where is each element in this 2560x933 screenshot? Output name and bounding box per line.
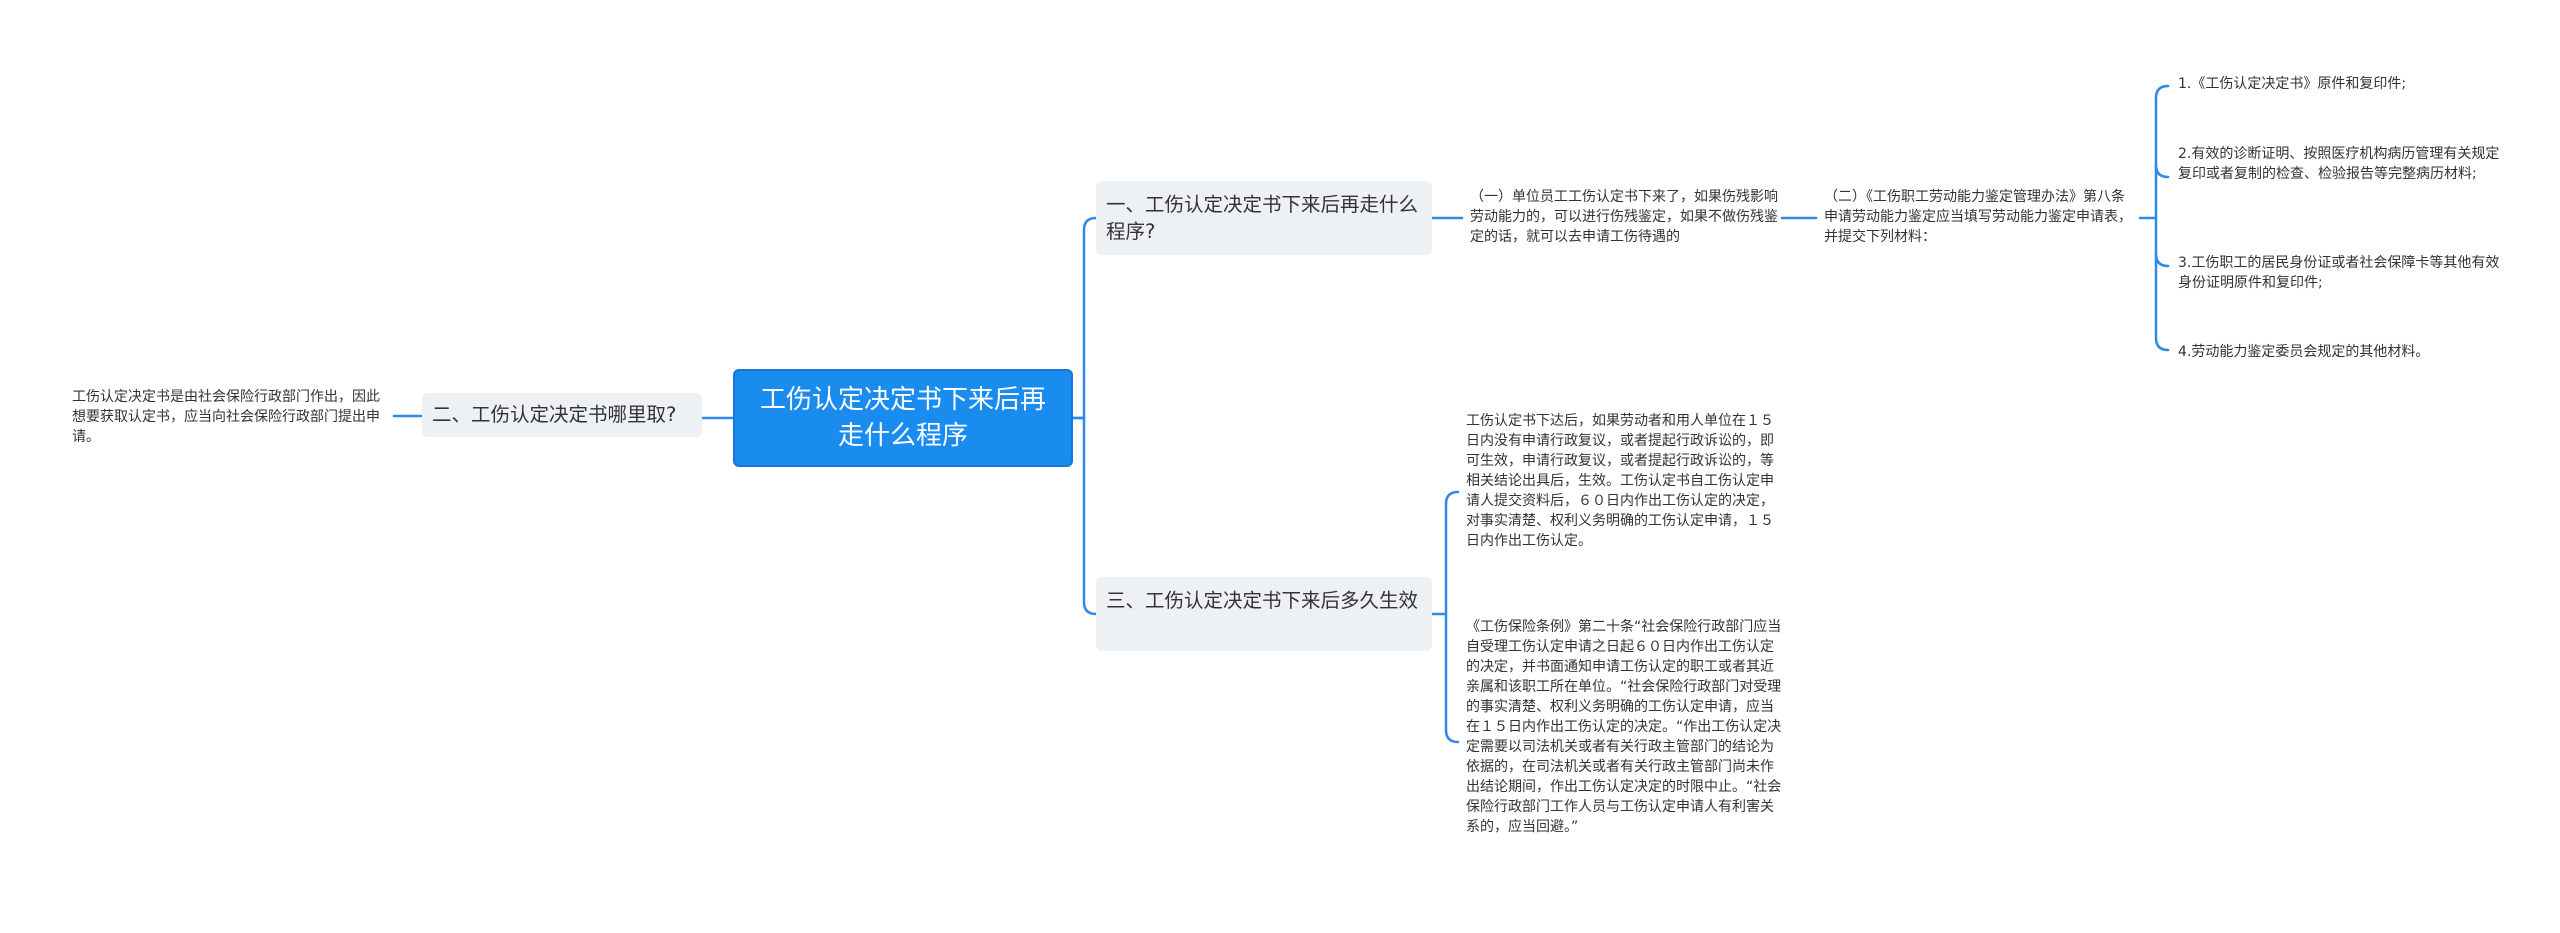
leaf-assessment-rules: （二）《工伤职工劳动能力鉴定管理办法》第八条申请劳动能力鉴定应当填写劳动能力鉴定…	[1824, 189, 2132, 245]
branch-procedure[interactable]: 一、工伤认定决定书下来后再走什么程序?	[1096, 181, 1432, 255]
branch-where-to-get[interactable]: 二、工伤认定决定书哪里取?	[422, 393, 702, 437]
leaf-effective-rules: 工伤认定书下达后，如果劳动者和用人单位在１５日内没有申请行政复议，或者提起行政诉…	[1466, 413, 1774, 549]
leaf-material-1: 1.《工伤认定决定书》原件和复印件;	[2178, 76, 2407, 92]
bracket-items	[2154, 84, 2170, 352]
leaf-material-3: 3.工伤职工的居民身份证或者社会保障卡等其他有效身份证明原件和复印件;	[2178, 255, 2500, 291]
connector-root-to-b1	[1071, 216, 1098, 420]
connector-root-to-b3	[1071, 416, 1098, 616]
leaf-regulation-article-20: 《工伤保险条例》第二十条“社会保险行政部门应当自受理工伤认定申请之日起６０日内作…	[1466, 619, 1782, 835]
leaf-material-2: 2.有效的诊断证明、按照医疗机构病历管理有关规定复印或者复制的检查、检验报告等完…	[2178, 146, 2500, 182]
leaf-where-to-get: 工伤认定决定书是由社会保险行政部门作出，因此想要获取认定书，应当向社会保险行政部…	[72, 389, 380, 445]
leaf-disability-assessment: （一）单位员工工伤认定书下来了，如果伤残影响劳动能力的，可以进行伤残鉴定，如果不…	[1470, 189, 1778, 245]
bracket-b3	[1444, 490, 1460, 744]
root-topic[interactable]: 工伤认定决定书下来后再走什么程序	[733, 369, 1073, 467]
branch-effective-time[interactable]: 三、工伤认定决定书下来后多久生效	[1096, 577, 1432, 651]
leaf-material-4: 4.劳动能力鉴定委员会规定的其他材料。	[2178, 344, 2430, 360]
